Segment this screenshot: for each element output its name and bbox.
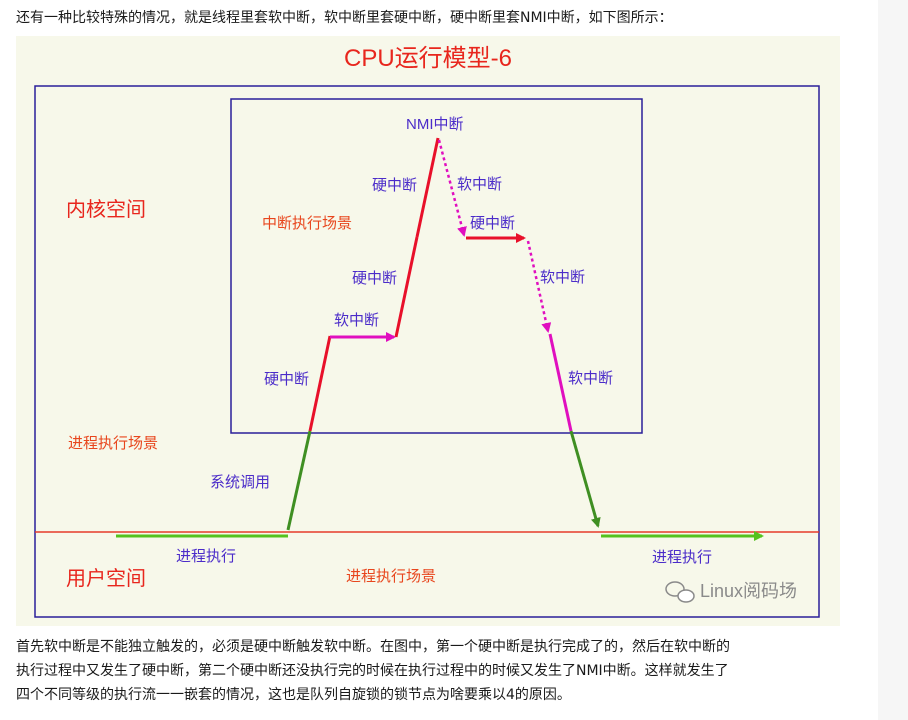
paragraph-line-1: 首先软中断是不能独立触发的，必须是硬中断触发软中断。在图中，第一个硬中断是执行完…	[16, 639, 730, 655]
watermark-text: Linux阅码场	[700, 581, 797, 601]
intro-text: 还有一种比较特殊的情况，就是线程里套软中断，软中断里套硬中断，硬中断里套NMI中…	[16, 10, 673, 26]
cpu-model-figure: CPU运行模型-6 内核空间 用户空间 中断执行场景 进程执行场景 进程执行场景…	[16, 36, 840, 626]
softirq-2-label: 软中断	[457, 176, 502, 193]
kernel-space-label: 内核空间	[66, 198, 146, 221]
explanation-paragraph: 首先软中断是不能独立触发的，必须是硬中断触发软中断。在图中，第一个硬中断是执行完…	[16, 635, 866, 707]
cpu-model-diagram: CPU运行模型-6 内核空间 用户空间 中断执行场景 进程执行场景 进程执行场景…	[16, 36, 840, 626]
hardirq-3-line	[415, 137, 440, 238]
softirq-1-label: 软中断	[334, 312, 379, 329]
process-exec-label-right: 进程执行	[652, 549, 712, 566]
softirq-4-line	[548, 333, 573, 432]
hardirq-3-label: 硬中断	[372, 177, 417, 194]
softirq-4-label: 软中断	[568, 370, 613, 387]
right-sidebar-strip	[878, 0, 908, 720]
hardirq-1-line	[308, 335, 332, 432]
process-exec-label-left: 进程执行	[176, 548, 236, 565]
syscall-line	[286, 430, 312, 531]
outer-frame	[34, 85, 820, 618]
wechat-icon	[665, 581, 695, 603]
hardirq-2-label: 硬中断	[352, 270, 397, 287]
diagram-title: CPU运行模型-6	[344, 45, 512, 72]
softirq-3-label: 软中断	[540, 269, 585, 286]
user-space-label: 用户空间	[66, 567, 146, 590]
hardirq-2-line	[394, 236, 419, 338]
paragraph-line-2: 执行过程中又发生了硬中断，第二个硬中断还没执行完的时候在执行过程中的时候又发生了…	[16, 663, 729, 679]
nmi-label: NMI中断	[406, 116, 464, 133]
syscall-label: 系统调用	[210, 474, 270, 491]
nmi-return-line	[437, 139, 467, 237]
interrupt-scene-label: 中断执行场景	[262, 215, 352, 232]
process-scene-label-upper: 进程执行场景	[68, 435, 158, 452]
paragraph-line-3: 四个不同等级的执行流一一嵌套的情况，这也是队列自旋锁的锁节点为啥要乘以4的原因。	[16, 687, 571, 703]
hardirq-4-label: 硬中断	[470, 215, 515, 232]
interrupt-frame	[230, 98, 643, 434]
syscall-return-line	[569, 430, 601, 528]
process-scene-label-lower: 进程执行场景	[346, 568, 436, 585]
hardirq-1-label: 硬中断	[264, 371, 309, 388]
diagram-background	[16, 36, 840, 626]
